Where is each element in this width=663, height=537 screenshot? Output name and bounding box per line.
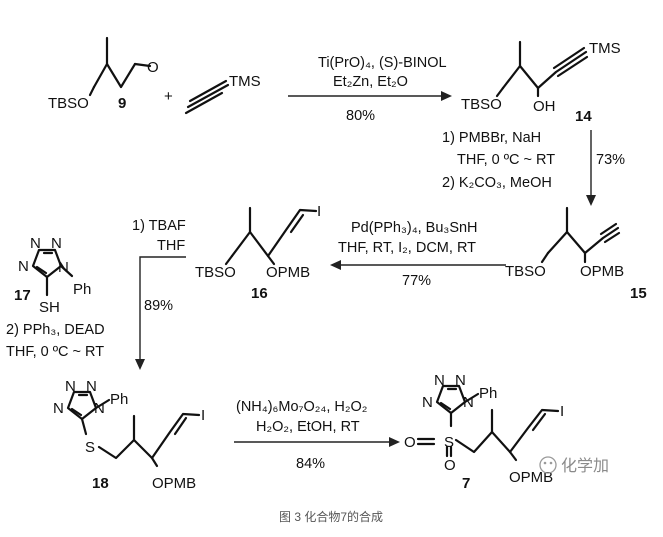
watermark-text: 化学加 — [561, 457, 609, 475]
compound-7: N N N N Ph S O O I OPMB 7 — [404, 372, 564, 492]
r5-reagents: (NH₄)₆Mo₇O₂₄, H₂O₂ — [236, 399, 367, 415]
opmb-label: OPMB — [266, 264, 310, 281]
sulfonyl-oxygen-bottom: O — [444, 457, 456, 474]
tetrazole-n1: N — [65, 378, 76, 395]
tbso-label: TBSO — [505, 263, 546, 280]
reaction-arrow-4: 1) TBAF THF 89% 2) PPh₃, DEAD THF, 0 ºC … — [6, 218, 186, 370]
compound-15: TBSO OPMB 15 — [505, 206, 647, 302]
tetrazole-n4: N — [94, 400, 105, 417]
tetrazole-n2: N — [51, 235, 62, 252]
r4-step2-conditions: THF, 0 ºC ~ RT — [6, 344, 104, 360]
r1-solvent: Et₂Zn, Et₂O — [333, 74, 408, 90]
r5-yield: 84% — [296, 456, 325, 472]
r2-step1: 1) PMBBr, NaH — [442, 130, 541, 146]
r2-yield: 73% — [596, 152, 625, 168]
iodo-label: I — [201, 407, 205, 424]
r4-step1-solvent: THF — [157, 238, 185, 254]
thiol-label: SH — [39, 299, 60, 316]
iodo-label: I — [560, 403, 564, 420]
r4-step2: 2) PPh₃, DEAD — [6, 322, 105, 338]
aldehyde-oxygen-label: O — [147, 59, 159, 76]
r3-conditions: THF, RT, I₂, DCM, RT — [338, 240, 476, 256]
figure-caption: 图 3 化合物7的合成 — [279, 509, 383, 524]
compound-17-number: 17 — [14, 287, 31, 304]
compound-15-number: 15 — [630, 285, 647, 302]
reaction-arrow-2: 1) PMBBr, NaH THF, 0 ºC ~ RT 2) K₂CO₃, M… — [442, 130, 625, 206]
r5-conditions: H₂O₂, EtOH, RT — [256, 419, 360, 435]
watermark: 化学加 — [539, 456, 609, 475]
compound-14: TBSO OH TMS 14 — [461, 40, 621, 125]
hydroxyl-label: OH — [533, 98, 556, 115]
opmb-label: OPMB — [580, 263, 624, 280]
sulfur-label: S — [444, 434, 454, 451]
sulfonyl-oxygen-left: O — [404, 434, 416, 451]
tetrazole-n2: N — [86, 378, 97, 395]
compound-16: TBSO OPMB I 16 — [195, 203, 321, 302]
compound-9-number: 9 — [118, 95, 126, 112]
compound-16-number: 16 — [251, 285, 268, 302]
compound-9: TBSO O 9 — [48, 36, 159, 112]
tms-label: TMS — [229, 73, 261, 90]
r2-step2: 2) K₂CO₃, MeOH — [442, 175, 552, 191]
phenyl-label: Ph — [110, 391, 128, 408]
tms-label: TMS — [589, 40, 621, 57]
plus-sign: + — [164, 88, 173, 105]
r1-yield: 80% — [346, 108, 375, 124]
opmb-label: OPMB — [509, 469, 553, 486]
wechat-icon — [539, 456, 557, 474]
reaction-arrow-1: Ti(PrO)₄, (S)-BINOL Et₂Zn, Et₂O 80% — [288, 55, 452, 124]
tetrazole-n3: N — [422, 394, 433, 411]
compound-18: N N N N Ph S I OPMB 18 — [53, 378, 205, 492]
phenyl-label: Ph — [479, 385, 497, 402]
iodo-label: I — [317, 203, 321, 220]
compound-7-number: 7 — [462, 475, 470, 492]
compound-17: N N N N Ph SH 17 — [14, 235, 91, 316]
tetrazole-n3: N — [18, 258, 29, 275]
r4-step1: 1) TBAF — [132, 218, 186, 234]
compound-18-number: 18 — [92, 475, 109, 492]
tbso-label: TBSO — [48, 95, 89, 112]
reaction-arrow-3: Pd(PPh₃)₄, Bu₃SnH THF, RT, I₂, DCM, RT 7… — [330, 220, 506, 289]
reaction-arrow-5: (NH₄)₆Mo₇O₂₄, H₂O₂ H₂O₂, EtOH, RT 84% — [234, 399, 400, 472]
tetrazole-n3: N — [53, 400, 64, 417]
tetrazole-n1: N — [434, 372, 445, 389]
opmb-label: OPMB — [152, 475, 196, 492]
r4-yield: 89% — [144, 298, 173, 314]
r3-yield: 77% — [402, 273, 431, 289]
tetrazole-n1: N — [30, 235, 41, 252]
tetrazole-n2: N — [455, 372, 466, 389]
r1-reagents: Ti(PrO)₄, (S)-BINOL — [318, 55, 447, 71]
r2-step1-conditions: THF, 0 ºC ~ RT — [457, 152, 555, 168]
tms-acetylene: TMS — [184, 73, 261, 115]
r3-reagents: Pd(PPh₃)₄, Bu₃SnH — [351, 220, 478, 236]
tetrazole-n4: N — [58, 259, 69, 276]
sulfur-label: S — [85, 439, 95, 456]
tbso-label: TBSO — [461, 96, 502, 113]
tbso-label: TBSO — [195, 264, 236, 281]
phenyl-label: Ph — [73, 281, 91, 298]
compound-14-number: 14 — [575, 108, 592, 125]
tetrazole-n4: N — [463, 394, 474, 411]
